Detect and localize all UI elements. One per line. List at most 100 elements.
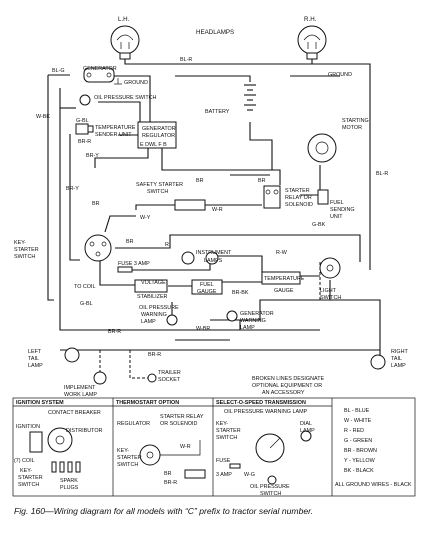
option-panels-frame [12, 397, 416, 497]
broken-lines-note-2: OPTIONAL EQUIPMENT OR [252, 383, 322, 389]
wire-label: G-BL [76, 118, 89, 124]
starter-relay-label-3: SOLENOID [285, 202, 313, 208]
wire-label: BR-BK [232, 290, 249, 296]
ground-right-label: GROUND [328, 72, 352, 78]
selecto-fuse [229, 463, 241, 469]
selecto-fuse-1: FUSE [216, 458, 231, 464]
spark-plugs [51, 461, 81, 473]
thermostart-relay-1: STARTER RELAY [160, 414, 204, 420]
to-coil-label: TO COIL [74, 284, 95, 290]
gen-warn-label-2: WARNING [240, 318, 266, 324]
headlamps-label: HEADLAMPS [196, 29, 234, 36]
selecto-key-switch [255, 433, 285, 463]
ignition-key-1: KEY- [20, 468, 32, 474]
key-starter-label-2: STARTER [14, 247, 39, 253]
fuel-sending-label-1: FUEL [330, 200, 344, 206]
thermostart-panel-title: THERMOSTART OPTION [116, 400, 179, 406]
starter-relay-label-1: STARTER [285, 188, 310, 194]
safety-starter-label-2: SWITCH [147, 189, 168, 195]
selecto-dial-lamp [300, 430, 312, 442]
left-tail-label-2: TAIL [28, 356, 39, 362]
spark-plugs-label-1: SPARK [60, 478, 78, 484]
light-switch [319, 257, 341, 279]
selecto-dial-1: DIAL [300, 421, 312, 427]
trailer-label-1: TRAILER [158, 370, 181, 376]
broken-lines-note-1: BROKEN LINES DESIGNATE [252, 376, 324, 382]
selecto-fuse-2: 3 AMP [216, 472, 232, 478]
legend-item: W - WHITE [344, 418, 372, 424]
wire-label: G-BK [312, 222, 326, 228]
thermostart-key-3: SWITCH [117, 462, 138, 468]
ignition-contact-breaker: CONTACT BREAKER [48, 410, 101, 416]
distributor [47, 427, 73, 453]
right-tail-label-1: RIGHT [391, 349, 408, 355]
oil-warn-label-3: LAMP [141, 319, 156, 325]
temp-gauge-label-1: TEMPERATURE [264, 276, 305, 282]
wire-label: W-Y [140, 215, 151, 221]
color-legend: BL - BLUE W - WHITE R - RED G - GREEN BR… [335, 408, 412, 488]
wire-label: BR [258, 178, 266, 184]
wire-label: BR [92, 201, 100, 207]
legend-item: BL - BLUE [344, 408, 370, 414]
selecto-oil-switch [267, 475, 277, 485]
thermostart-heater [184, 469, 206, 479]
starting-motor-label-2: MOTOR [342, 125, 362, 131]
temp-sender-label-2: SENDER UNIT [95, 132, 132, 138]
voltage-stabilizer [134, 279, 168, 293]
spark-plugs-label-2: PLUGS [60, 485, 79, 491]
instrument-lamps-label-1: INSTRUMENT [196, 250, 232, 256]
selecto-key-1: KEY- [216, 421, 228, 427]
thermostart-key-switch [139, 444, 161, 466]
wire-label: W-BR [196, 326, 210, 332]
safety-starter-label-1: SAFETY STARTER [136, 182, 183, 188]
fuse-3-amp [117, 266, 133, 273]
implement-label-1: IMPLEMENT [64, 385, 96, 391]
figure-caption: Fig. 160—Wiring diagram for all models w… [14, 506, 314, 516]
thermostart-key-1: KEY- [117, 448, 129, 454]
oil-pressure-switch-label: OIL PRESSURE SWITCH [94, 95, 157, 101]
light-switch-label-1: LIGHT [320, 288, 337, 294]
legend-item: R - RED [344, 428, 364, 434]
reg-terminals: E DWL F B [140, 142, 167, 148]
starter-relay-label-2: RELAY OR [285, 195, 312, 201]
key-starter-label-3: SWITCH [14, 254, 35, 260]
voltage-stab-label-2: STABILIZER [137, 294, 168, 300]
generator-regulator [137, 121, 177, 149]
implement-work-lamp [93, 371, 107, 385]
ignition-key-2: STARTER [18, 475, 43, 481]
temp-sender-label-1: TEMPERATURE [95, 125, 136, 131]
ignition-coil-label-2: COIL [22, 458, 35, 464]
wire-label: BL-R [180, 57, 192, 63]
oil-pressure-switch [79, 94, 91, 106]
selecto-dial-2: LAMP [300, 428, 315, 434]
selecto-panel-title: SELECT-O-SPEED TRANSMISSION [216, 400, 306, 406]
left-tail-lamp [64, 347, 80, 363]
thermostart-w-r: W-R [180, 444, 191, 450]
generator-label: GENERATOR [83, 66, 117, 72]
selecto-w-g: W-G [244, 472, 255, 478]
gen-reg-label-1: GENERATOR [142, 126, 176, 132]
fuel-gauge-label-2: GAUGE [197, 289, 217, 295]
trailer-label-2: SOCKET [158, 377, 181, 383]
starting-motor [307, 133, 337, 163]
wire-label: BR-R [78, 139, 91, 145]
oil-warn-label-2: WARNING [141, 312, 167, 318]
wire-label: BR-R [108, 329, 121, 335]
thermostart-br: BR [164, 471, 172, 477]
gen-warn-label-3: LAMP [240, 325, 255, 331]
wire-label: BR [196, 178, 204, 184]
wire-label: BL-G [52, 68, 65, 74]
battery [244, 84, 256, 111]
fuel-gauge [191, 279, 223, 295]
legend-ground-note: ALL GROUND WIRES - BLACK [335, 482, 412, 488]
right-tail-label-2: TAIL [391, 356, 402, 362]
thermostart-br-r: BR-R [164, 480, 177, 486]
fuel-sending-unit [317, 189, 329, 205]
ground-top-label: GROUND [124, 80, 148, 86]
wire-label: BR-R [148, 352, 161, 358]
wire-label: R-W [276, 250, 288, 256]
ignition-panel-title: IGNITION SYSTEM [16, 400, 64, 406]
fuel-gauge-label-1: FUEL [200, 282, 214, 288]
safety-starter-switch [174, 199, 206, 211]
